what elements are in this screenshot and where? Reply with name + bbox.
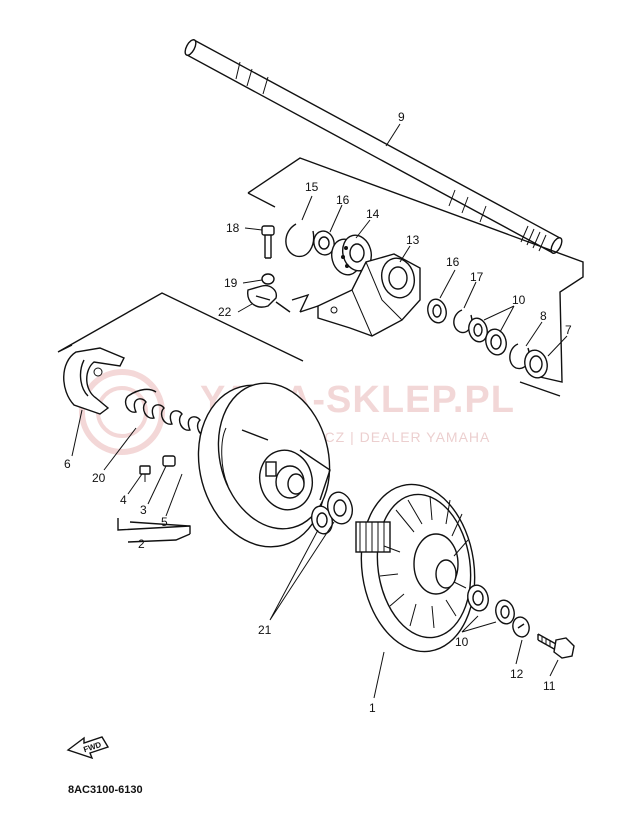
bushing-21-a <box>310 505 334 535</box>
callout-8: 8 <box>540 309 547 323</box>
callout-17: 17 <box>470 270 484 284</box>
callout-16-right: 16 <box>446 255 460 269</box>
callout-7: 7 <box>565 323 572 337</box>
bolt-11 <box>537 633 575 659</box>
callout-6-left: 6 <box>64 457 71 471</box>
callout-15: 15 <box>305 180 319 194</box>
clamp-19-22 <box>247 273 319 313</box>
callout-13: 13 <box>406 233 420 247</box>
callout-22: 22 <box>218 305 232 319</box>
forward-arrow-icon: FWD <box>66 736 110 760</box>
callout-16: 16 <box>336 193 350 207</box>
bolt-4 <box>139 465 151 482</box>
bushing-21-b <box>326 491 354 525</box>
callout-14: 14 <box>366 207 380 221</box>
group-bracket-2 <box>117 518 191 543</box>
leader-lines <box>71 123 568 699</box>
callout-1: 1 <box>369 701 376 715</box>
washer-16-upper <box>313 230 335 256</box>
shaft <box>184 39 563 254</box>
cam-weight-6 <box>63 347 125 415</box>
circlip-15 <box>285 223 315 258</box>
washer-7 <box>524 349 548 379</box>
washer-10-upper-b <box>485 328 507 356</box>
callout-10-upper: 10 <box>512 293 526 307</box>
diagram-code: 8AC3100-6130 <box>68 784 143 796</box>
callout-4: 4 <box>120 493 127 507</box>
callouts: 9 15 16 14 18 13 16 17 10 8 7 19 22 6 20… <box>64 110 572 715</box>
callout-12: 12 <box>510 667 524 681</box>
callout-3: 3 <box>140 503 147 517</box>
washer-10-upper-a <box>468 317 488 343</box>
callout-2: 2 <box>138 537 145 551</box>
callout-18: 18 <box>226 221 240 235</box>
callout-9: 9 <box>398 110 405 124</box>
fixed-sheave-1 <box>355 483 476 653</box>
bolt-5 <box>162 455 176 467</box>
washer-12 <box>512 616 530 638</box>
callout-19: 19 <box>224 276 238 290</box>
bearing-housing-13 <box>317 253 421 337</box>
callout-21: 21 <box>258 623 272 637</box>
bolt-18 <box>261 225 275 259</box>
washer-10-lower-b <box>495 599 515 625</box>
callout-10-lower: 10 <box>455 635 469 649</box>
callout-5: 5 <box>161 515 168 529</box>
movable-sheave <box>197 382 331 548</box>
lower-group-outline <box>57 292 561 397</box>
washer-16-right <box>427 298 447 324</box>
washer-10-lower-a <box>467 584 489 612</box>
upper-group-outline <box>247 157 584 383</box>
callout-20: 20 <box>92 471 106 485</box>
callout-11: 11 <box>543 679 556 693</box>
